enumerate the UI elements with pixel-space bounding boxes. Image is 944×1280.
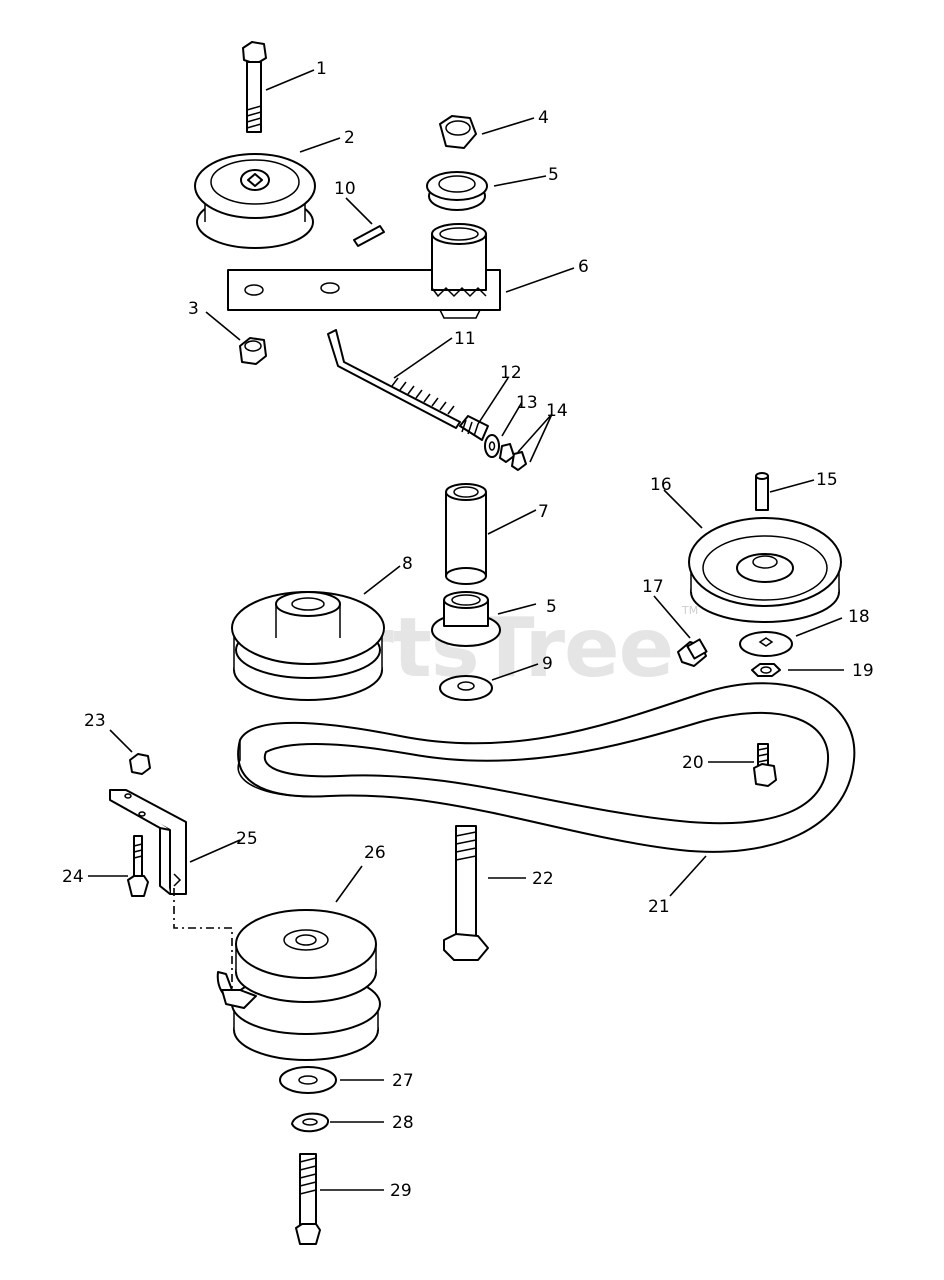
part-17-bolt xyxy=(677,638,708,667)
part-7-spacer xyxy=(445,483,487,585)
part-25-bracket xyxy=(109,789,187,895)
leader-lines xyxy=(88,69,844,1191)
part-12-spring xyxy=(459,415,489,441)
part-1-bolt xyxy=(242,41,267,133)
callout-5: 5 xyxy=(548,165,559,185)
part-2-idler-pulley xyxy=(194,153,316,249)
callout-24: 24 xyxy=(62,867,84,887)
callout-1: 1 xyxy=(316,59,327,79)
part-13-washer xyxy=(484,434,500,458)
part-16-driven-pulley xyxy=(688,517,842,623)
callout-19: 19 xyxy=(852,661,874,681)
callout-16: 16 xyxy=(650,475,672,495)
callout-28: 28 xyxy=(392,1113,414,1133)
callout-18: 18 xyxy=(848,607,870,627)
callout-15: 15 xyxy=(816,470,838,490)
part-4-nut xyxy=(439,115,477,149)
part-9-washer xyxy=(439,675,493,701)
callout-6: 6 xyxy=(578,257,589,277)
part-26-electric-clutch xyxy=(216,909,381,1061)
part-29-bolt xyxy=(295,1153,321,1245)
callout-29: 29 xyxy=(390,1181,412,1201)
part-27-washer xyxy=(279,1066,337,1094)
callout-17: 17 xyxy=(642,577,664,597)
part-18-washer xyxy=(739,631,793,657)
callout-22: 22 xyxy=(532,869,554,889)
part-15-key xyxy=(755,472,769,511)
part-14-nuts xyxy=(499,443,527,471)
callout-20: 20 xyxy=(682,753,704,773)
callout-4: 4 xyxy=(538,108,549,128)
part-19-nut xyxy=(751,663,781,677)
callout-10: 10 xyxy=(334,179,356,199)
callout-14: 14 xyxy=(546,401,568,421)
part-10-cotter-pin xyxy=(353,225,385,247)
part-3-nut xyxy=(239,337,267,365)
callout-13: 13 xyxy=(516,393,538,413)
callout-26: 26 xyxy=(364,843,386,863)
callout-5-lower: 5 xyxy=(546,597,557,617)
part-22-long-bolt xyxy=(443,825,489,961)
part-21-v-belt xyxy=(237,682,856,853)
part-24-bolt xyxy=(127,835,149,897)
part-6-idler-arm xyxy=(227,223,501,319)
part-11-spring-rod xyxy=(327,329,461,429)
part-20-bolt xyxy=(753,743,777,787)
part-5-bushing-top xyxy=(426,171,488,211)
callout-27: 27 xyxy=(392,1071,414,1091)
part-23-nut xyxy=(129,753,151,775)
callout-3: 3 xyxy=(188,299,199,319)
part-5-bushing-lower xyxy=(431,591,501,647)
connector-line xyxy=(173,888,233,1010)
callout-12: 12 xyxy=(500,363,522,383)
callout-2: 2 xyxy=(344,128,355,148)
callout-7: 7 xyxy=(538,502,549,522)
part-28-lock-washer xyxy=(291,1112,329,1133)
callout-23: 23 xyxy=(84,711,106,731)
callout-labels: 1 2 3 4 5 6 7 8 9 10 11 12 13 14 15 16 1… xyxy=(62,59,874,1201)
part-8-double-pulley xyxy=(231,591,385,701)
callout-8: 8 xyxy=(402,554,413,574)
callout-11: 11 xyxy=(454,329,476,349)
watermark-trademark: TM xyxy=(681,604,698,617)
callout-21: 21 xyxy=(648,897,670,917)
callout-25: 25 xyxy=(236,829,258,849)
callout-9: 9 xyxy=(542,654,553,674)
